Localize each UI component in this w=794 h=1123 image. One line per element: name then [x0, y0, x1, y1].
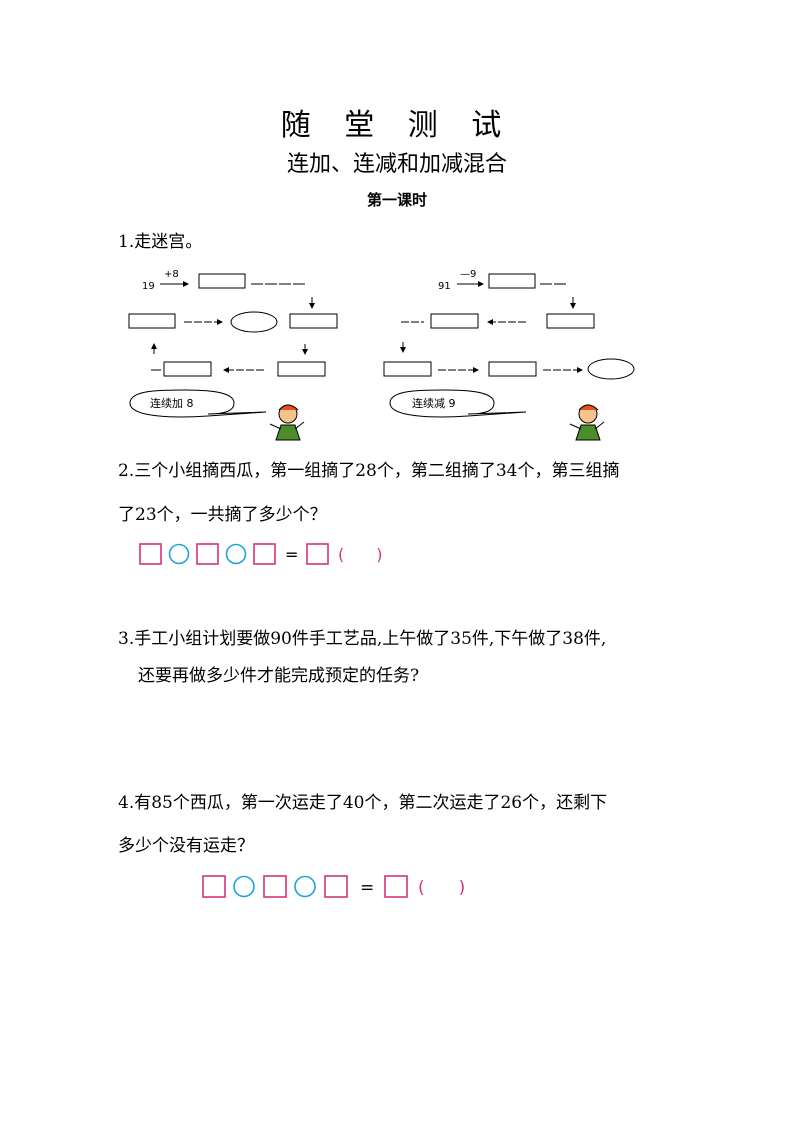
answer-box[interactable] [306, 543, 329, 565]
equation-template-q4: = ( ) [202, 875, 465, 898]
left-maze-start: 19 [142, 281, 155, 292]
question-4-line-2: 多少个没有运走？ [118, 836, 254, 856]
unit-paren[interactable]: ( ) [418, 878, 465, 898]
maze-answer-box[interactable] [128, 313, 176, 329]
maze-answer-oval[interactable] [230, 311, 278, 333]
operator-circle[interactable] [233, 875, 255, 898]
answer-box[interactable] [263, 875, 287, 898]
cartoon-kid-icon [569, 404, 605, 441]
equals-sign: = [360, 878, 374, 898]
question-1-text: 1.走迷宫。 [118, 232, 203, 252]
answer-box[interactable] [384, 875, 408, 898]
answer-box[interactable] [139, 543, 162, 565]
maze-answer-box[interactable] [488, 273, 536, 289]
left-maze [128, 273, 338, 441]
right-maze-op: —9 [460, 269, 476, 280]
left-maze-bubble-text: 连续加 8 [150, 396, 194, 410]
maze-answer-box[interactable] [198, 273, 246, 289]
lesson-label: 第一课时 [366, 191, 427, 209]
page-title: 随 堂 测 试 [280, 108, 514, 143]
operator-circle[interactable] [225, 543, 247, 565]
question-3-line-2: 还要再做多少件才能完成预定的任务? [138, 666, 420, 686]
question-2-line-2: 了23个，一共摘了多少个？ [118, 505, 327, 525]
right-maze [383, 273, 635, 441]
operator-circle[interactable] [168, 543, 190, 565]
operator-circle[interactable] [294, 875, 316, 898]
page-subtitle: 连加、连减和加减混合 [286, 152, 507, 177]
answer-box[interactable] [202, 875, 226, 898]
maze-answer-box[interactable] [163, 361, 212, 377]
maze-answer-box[interactable] [488, 361, 537, 377]
answer-box[interactable] [253, 543, 276, 565]
answer-box[interactable] [324, 875, 348, 898]
right-maze-start: 91 [438, 281, 451, 292]
maze-answer-box[interactable] [430, 313, 479, 329]
maze-answer-box[interactable] [277, 361, 326, 377]
right-maze-bubble-text: 连续减 9 [412, 396, 456, 410]
left-maze-op: +8 [164, 269, 179, 280]
question-4-line-1: 4.有85个西瓜，第一次运走了40个，第二次运走了26个，还剩下 [118, 793, 608, 813]
cartoon-kid-icon [269, 404, 305, 441]
maze-answer-box[interactable] [383, 361, 432, 377]
answer-box[interactable] [196, 543, 219, 565]
question-3-line-1: 3.手工小组计划要做90件手工艺品,上午做了35件,下午做了38件, [118, 629, 607, 649]
question-3-answer-area[interactable] [138, 700, 658, 790]
maze-diagram: 19 +8 91 —9 连续加 8 连续减 9 [128, 269, 635, 441]
equation-template-q2: = ( ) [139, 543, 383, 565]
question-2-line-1: 2.三个小组摘西瓜，第一组摘了28个，第二组摘了34个，第三组摘 [118, 461, 620, 481]
equals-sign: = [285, 545, 298, 564]
maze-answer-box[interactable] [289, 313, 338, 329]
maze-answer-box[interactable] [546, 313, 595, 329]
unit-paren[interactable]: ( ) [338, 545, 383, 564]
maze-answer-oval[interactable] [587, 358, 635, 380]
